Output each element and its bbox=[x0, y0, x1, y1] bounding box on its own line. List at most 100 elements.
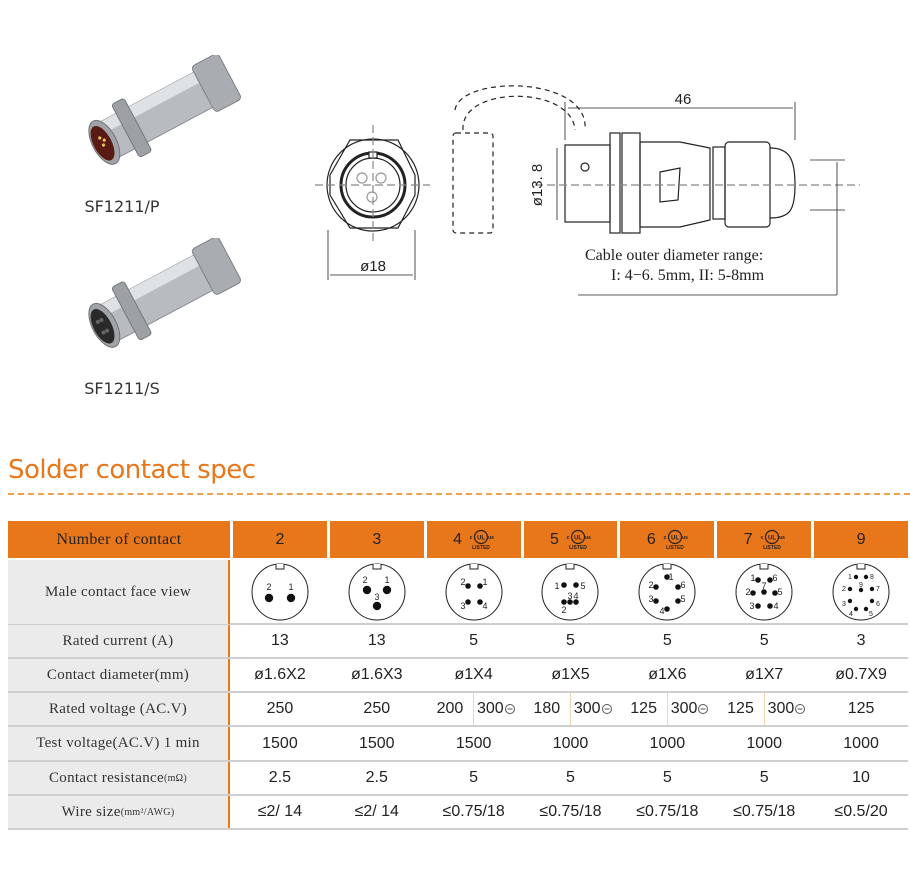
resistance-value: 2.5 bbox=[365, 769, 388, 786]
contact-pin bbox=[853, 606, 859, 612]
pin-number: 3 bbox=[750, 601, 755, 611]
pin-number: 3 bbox=[568, 591, 573, 601]
diameter-value: ø1.6X3 bbox=[350, 666, 403, 683]
resistance-value: 5 bbox=[566, 769, 575, 786]
row-label: Contact diameter(mm) bbox=[8, 659, 230, 691]
ul-listed: LISTED bbox=[472, 545, 490, 551]
contact-pin bbox=[464, 599, 471, 605]
current-value: 5 bbox=[469, 632, 479, 649]
voltage-value: 125 bbox=[847, 700, 875, 717]
ul-mark-icon bbox=[795, 704, 806, 714]
test-value: 1500 bbox=[455, 734, 492, 752]
voltage-ul-value: 300 bbox=[763, 693, 811, 725]
ul-text: UL bbox=[671, 535, 679, 541]
body-diameter-dim: ø13. 8 bbox=[529, 164, 546, 207]
contact-pin bbox=[653, 598, 660, 604]
pin-number: 3 bbox=[649, 594, 654, 604]
cable-range-line2: I: 4−6. 5mm, II: 5-8mm bbox=[611, 267, 765, 284]
product-image-sf1211-p bbox=[60, 55, 260, 165]
ul-mark-icon bbox=[504, 704, 515, 714]
pin-number: 2 bbox=[266, 582, 271, 592]
pin-number: 4 bbox=[482, 601, 487, 611]
pin-number: 1 bbox=[384, 575, 389, 585]
side-view bbox=[452, 85, 860, 296]
contact-pin bbox=[573, 599, 580, 605]
pin-number: 1 bbox=[669, 572, 674, 582]
current-value: 5 bbox=[566, 632, 575, 649]
resistance-value: 5 bbox=[759, 769, 769, 786]
test-value: 1000 bbox=[552, 734, 589, 752]
row-wire-size: Wire size (mm²/AWG)≤2/ 14≤2/ 14≤0.75/18≤… bbox=[8, 796, 908, 830]
ul-text: UL bbox=[574, 535, 582, 541]
contact-pin bbox=[362, 585, 371, 595]
ul-us: us bbox=[779, 535, 785, 541]
pin-number: 6 bbox=[876, 601, 880, 608]
contact-pin bbox=[561, 582, 568, 588]
pin-number: 3 bbox=[460, 601, 465, 611]
wire-value: ≤2/ 14 bbox=[257, 803, 303, 820]
pin-number: 2 bbox=[746, 587, 751, 597]
label-text: Wire size bbox=[61, 803, 121, 820]
pin-number: 3 bbox=[374, 592, 379, 602]
voltage-value: 200 bbox=[436, 700, 464, 717]
cable-range-line1: Cable outer diameter range: bbox=[585, 247, 763, 264]
current-value: 13 bbox=[271, 632, 289, 649]
pin-number: 5 bbox=[869, 611, 873, 618]
ul-c: c bbox=[663, 535, 666, 541]
contact-count-header: 9 bbox=[814, 521, 908, 558]
contact-pin bbox=[664, 606, 671, 612]
voltage-value: 180 bbox=[533, 700, 561, 717]
wire-value: ≤0.75/18 bbox=[733, 803, 796, 820]
pin-number: 4 bbox=[849, 611, 853, 618]
ul-text: UL bbox=[477, 535, 485, 541]
contact-pin bbox=[853, 574, 859, 580]
contact-count: 3 bbox=[372, 530, 382, 548]
section-title: Solder contact spec bbox=[8, 455, 256, 485]
pin-number: 2 bbox=[362, 575, 367, 585]
resistance-value: 5 bbox=[469, 769, 479, 786]
test-value: 1500 bbox=[358, 734, 395, 752]
contact-pin bbox=[767, 603, 774, 609]
pin-number: 7 bbox=[876, 586, 880, 593]
pin-number: 8 bbox=[870, 574, 874, 581]
label-unit: (mΩ) bbox=[163, 772, 188, 784]
row-label: Test voltage(AC.V) 1 min bbox=[8, 727, 230, 760]
test-value: 1000 bbox=[843, 734, 879, 752]
contact-pin bbox=[869, 598, 875, 604]
voltage-ul-value: 300 bbox=[666, 693, 714, 725]
label-unit: (mm²/AWG) bbox=[120, 806, 175, 818]
product-label-s: SF1211/S bbox=[84, 379, 160, 398]
row-label: Contact resistance(mΩ) bbox=[8, 762, 230, 794]
contact-count: 2 bbox=[275, 530, 285, 548]
diameter-value: ø0.7X9 bbox=[835, 666, 887, 683]
contact-pin bbox=[675, 584, 682, 590]
pin-number: 1 bbox=[848, 574, 852, 581]
ul-us: us bbox=[488, 535, 494, 541]
contact-pin bbox=[761, 589, 768, 595]
voltage-ul-value: 300 bbox=[473, 693, 520, 725]
contact-pin bbox=[863, 574, 869, 580]
row-label: Wire size (mm²/AWG) bbox=[8, 796, 230, 828]
voltage-value: 250 bbox=[266, 700, 294, 717]
row-test-voltage: Test voltage(AC.V) 1 min 1500 1500 1500 1000… bbox=[8, 727, 908, 762]
pin-number: 3 bbox=[842, 601, 846, 608]
voltage-ul-text: 300 bbox=[670, 700, 698, 717]
test-value: 1500 bbox=[262, 734, 298, 752]
pin-number: 7 bbox=[762, 581, 767, 591]
pin-number: 2 bbox=[842, 586, 846, 593]
contact-pin bbox=[264, 593, 274, 603]
